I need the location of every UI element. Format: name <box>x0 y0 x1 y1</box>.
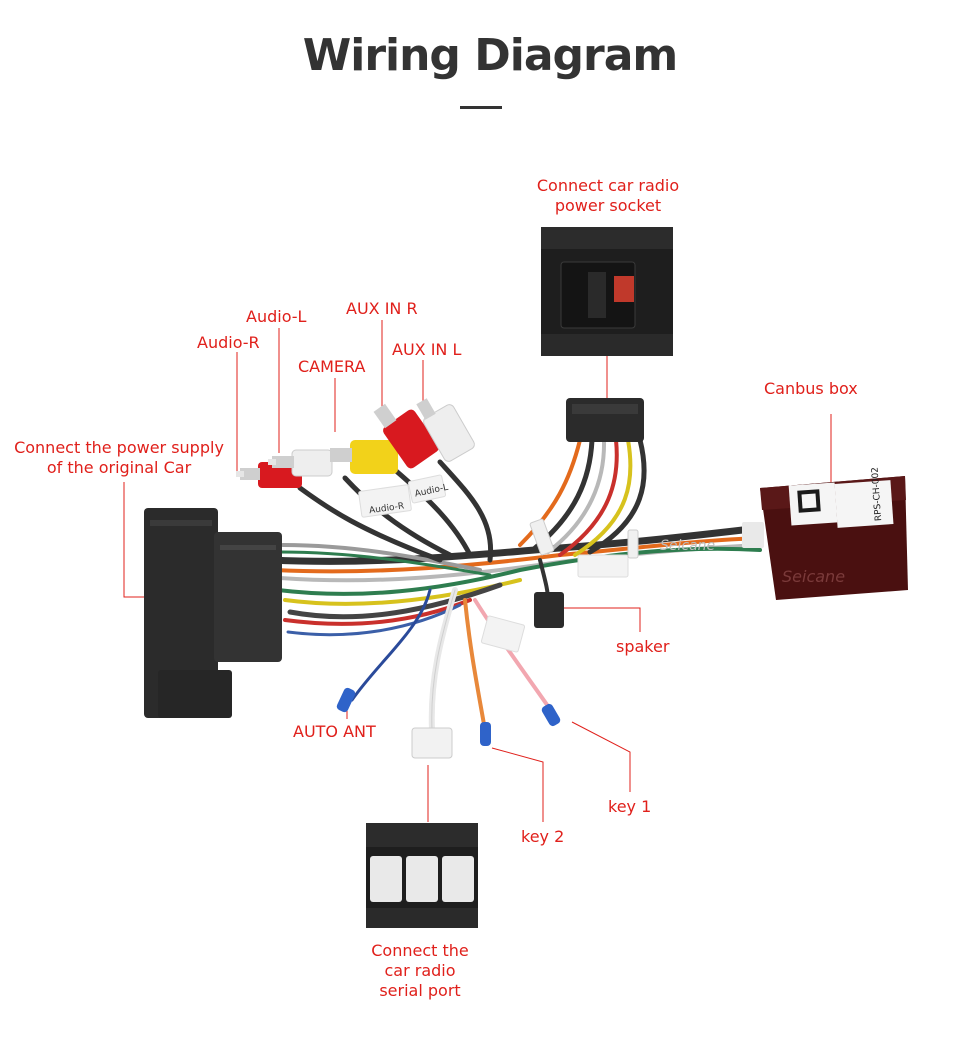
rca-aux-in-r <box>373 403 439 469</box>
label-aux-in-r: AUX IN R <box>346 299 418 318</box>
label-auto-ant: AUTO ANT <box>293 722 376 741</box>
leader-spaker <box>556 607 641 632</box>
label-audio-r: Audio-R <box>197 333 260 352</box>
label-power-socket-line1: Connect car radio <box>536 176 680 195</box>
leader-key-2 <box>491 747 544 822</box>
canbus-box <box>742 476 908 600</box>
page-title: Wiring Diagram <box>302 30 679 81</box>
label-audio-l: Audio-L <box>246 307 307 326</box>
speaker-connector <box>534 592 564 628</box>
wire-terminals <box>336 687 561 759</box>
rca-camera <box>330 440 398 474</box>
wire-tags <box>358 474 629 653</box>
original-car-power-connector <box>144 508 282 718</box>
label-serial-port-line3: serial port <box>379 981 461 1000</box>
label-power-supply-line1: Connect the power supply <box>14 438 224 457</box>
brand-watermark-box: Seicane <box>782 567 845 586</box>
key-2-terminal <box>480 722 491 746</box>
radio-power-socket-plug <box>566 398 644 442</box>
cable-ties <box>529 518 639 559</box>
label-serial-port: Connect the car radio serial port <box>350 941 490 1001</box>
radio-power-socket-photo <box>541 227 673 356</box>
brand-watermark-wire: Seicane <box>660 538 715 554</box>
rca-audio-r <box>236 462 302 488</box>
title-underline <box>460 106 502 109</box>
radio-serial-port-photo <box>366 823 478 928</box>
label-power-socket-line2: power socket <box>554 196 662 215</box>
wire-bundle <box>266 437 764 733</box>
label-serial-port-line1: Connect the <box>371 941 469 960</box>
key-1-terminal <box>541 703 561 727</box>
tag-audio-r-text: Audio-R <box>369 501 405 516</box>
label-aux-in-l: AUX IN L <box>392 340 462 359</box>
serial-small-plug <box>411 727 453 759</box>
label-camera: CAMERA <box>298 357 366 376</box>
label-canbus-box: Canbus box <box>764 379 858 398</box>
label-power-supply: Connect the power supply of the original… <box>14 438 224 478</box>
auto-ant-terminal <box>336 687 356 713</box>
leader-key-1 <box>571 721 631 792</box>
label-spaker: spaker <box>616 637 670 656</box>
label-key-2: key 2 <box>521 827 565 846</box>
rca-audio-l <box>268 449 333 477</box>
label-power-socket: Connect car radio power socket <box>528 176 688 216</box>
label-serial-port-line2: car radio <box>384 961 456 980</box>
label-power-supply-line2: of the original Car <box>46 458 192 477</box>
rca-aux-in-l <box>416 398 475 462</box>
canbus-code-text: RPS-CH-002 <box>870 467 884 522</box>
label-key-1: key 1 <box>608 797 652 816</box>
